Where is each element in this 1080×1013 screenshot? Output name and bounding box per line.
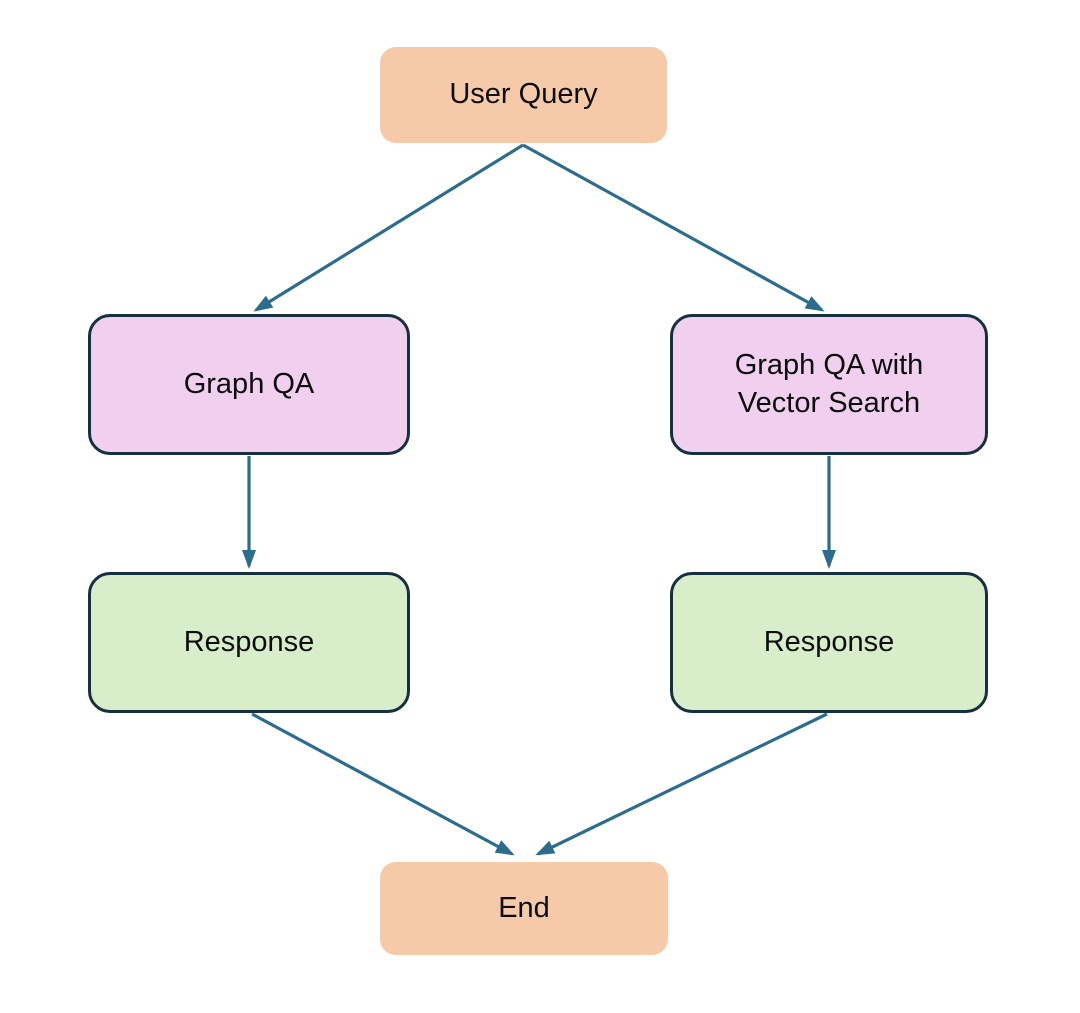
node-graph-qa: Graph QA xyxy=(88,314,410,455)
node-response-left-label: Response xyxy=(183,625,315,658)
edge-response-right-to-end xyxy=(535,712,828,856)
node-end-label: End xyxy=(498,891,550,924)
node-response-right: Response xyxy=(670,572,988,713)
node-response-left: Response xyxy=(88,572,410,713)
node-graph-qa-label: Graph QA xyxy=(183,367,315,400)
edge-user-query-to-graph-qa xyxy=(253,143,524,312)
node-graph-qa-with-vector-search-label: Graph QA with Vector Search xyxy=(734,349,924,419)
node-response-right-label: Response xyxy=(763,625,895,658)
node-graph-qa-with-vector-search: Graph QA with Vector Search xyxy=(670,314,988,455)
edge-user-query-to-graph-qa-vector xyxy=(522,143,825,312)
node-user-query-label: User Query xyxy=(449,78,598,111)
edge-response-left-to-end xyxy=(251,712,515,856)
node-end: End xyxy=(380,862,668,955)
node-user-query: User Query xyxy=(380,47,667,143)
